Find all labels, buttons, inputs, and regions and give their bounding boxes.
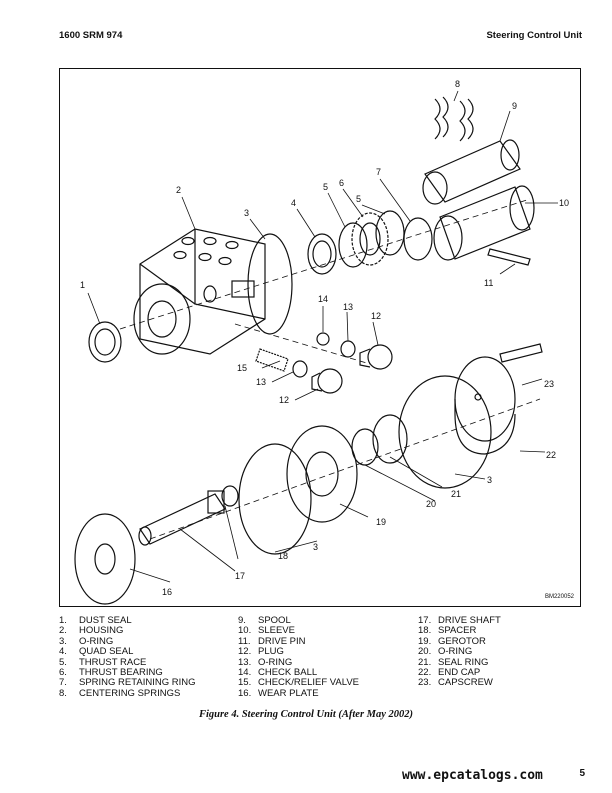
legend-item: 9.SPOOL <box>238 615 291 626</box>
callout-21: 21 <box>451 489 461 499</box>
watermark-link[interactable]: www.epcatalogs.com <box>402 768 543 783</box>
legend-item: 13.O-RING <box>238 656 293 668</box>
legend-item: 20.O-RING <box>418 646 473 658</box>
legend-item: 11.DRIVE PIN <box>238 635 306 647</box>
exploded-view-drawing: 1 2 3 4 5 6 5 7 8 9 10 11 14 13 12 15 13… <box>74 79 569 605</box>
spring-retaining-ring <box>403 217 433 261</box>
callout-12-upper: 12 <box>371 311 381 321</box>
legend-column-3: 17.DRIVE SHAFT 18.SPACER 19.GEROTOR 20.O… <box>418 615 501 689</box>
end-cap <box>454 356 516 455</box>
legend-item: 3.O-RING <box>59 635 114 647</box>
header-right-title: Steering Control Unit <box>486 30 582 41</box>
legend-item: 7.SPRING RETAINING RING <box>59 677 196 689</box>
check-ball <box>316 332 330 346</box>
callout-23: 23 <box>544 379 554 389</box>
plug-upper <box>359 344 393 370</box>
callout-9: 9 <box>512 101 517 111</box>
callout-6: 6 <box>339 178 344 188</box>
wear-plate <box>74 513 136 605</box>
o-ring-plug-lower <box>292 360 308 378</box>
legend-item: 12.PLUG <box>238 646 284 658</box>
callout-15: 15 <box>237 363 247 373</box>
check-relief-valve <box>255 348 289 372</box>
callout-13-lower: 13 <box>256 377 266 387</box>
thrust-race <box>338 222 368 268</box>
quad-seal <box>307 233 337 275</box>
legend-item: 10.SLEEVE <box>238 625 295 637</box>
dust-seal <box>88 321 122 363</box>
header-left-title: 1600 SRM 974 <box>59 30 123 41</box>
callout-18: 18 <box>278 551 288 561</box>
callout-3-top: 3 <box>244 208 249 218</box>
legend-item: 23.CAPSCREW <box>418 677 493 689</box>
o-ring-gerotor <box>238 443 312 555</box>
figure-code: BM220052 <box>544 594 574 600</box>
callout-5-left: 5 <box>323 182 328 192</box>
legend-item: 5.THRUST RACE <box>59 656 147 668</box>
callout-19: 19 <box>376 517 386 527</box>
callout-1: 1 <box>80 280 85 290</box>
legend-item: 15.CHECK/RELIEF VALVE <box>238 677 360 689</box>
callout-8: 8 <box>455 79 460 89</box>
callout-3-bottom: 3 <box>313 542 318 552</box>
drive-pin <box>487 248 531 266</box>
legend-item: 19.GEROTOR <box>418 635 486 647</box>
callout-4: 4 <box>291 198 296 208</box>
legend-item: 2.HOUSING <box>59 625 124 637</box>
callout-22: 22 <box>546 450 556 460</box>
sleeve <box>433 185 535 261</box>
callout-20: 20 <box>426 499 436 509</box>
callout-13-upper: 13 <box>343 302 353 312</box>
legend-item: 18.SPACER <box>418 625 477 637</box>
legend-item: 17.DRIVE SHAFT <box>418 615 501 626</box>
legend-item: 4.QUAD SEAL <box>59 646 134 658</box>
callout-11: 11 <box>484 278 493 288</box>
callout-5-right: 5 <box>356 194 361 204</box>
gerotor <box>286 425 358 523</box>
o-ring-housing <box>247 233 293 335</box>
legend-column-2: 9.SPOOL 10.SLEEVE 11.DRIVE PIN 12.PLUG 1… <box>238 615 360 699</box>
legend-column-1: 1.DUST SEAL 2.HOUSING 3.O-RING 4.QUAD SE… <box>59 615 196 699</box>
callout-12-lower: 12 <box>279 395 289 405</box>
page-number: 5 <box>579 768 585 779</box>
seal-ring <box>372 414 408 464</box>
callout-16: 16 <box>162 587 172 597</box>
centering-springs <box>434 96 474 142</box>
legend-item: 8.CENTERING SPRINGS <box>59 687 181 699</box>
plug-lower <box>311 368 343 394</box>
legend-item: 14.CHECK BALL <box>238 667 318 679</box>
callout-17: 17 <box>235 571 245 581</box>
o-ring-plug-upper <box>340 340 356 358</box>
o-ring-end-cap <box>398 375 492 489</box>
legend-item: 1.DUST SEAL <box>59 615 132 626</box>
spacer <box>221 485 239 507</box>
callout-10: 10 <box>559 198 569 208</box>
callout-14: 14 <box>318 294 328 304</box>
exploded-view-figure: 1 2 3 4 5 6 5 7 8 9 10 11 14 13 12 15 13… <box>59 68 581 607</box>
legend-item: 6.THRUST BEARING <box>59 667 163 679</box>
capscrew <box>499 343 543 363</box>
thrust-bearing <box>351 212 389 266</box>
callout-2: 2 <box>176 185 181 195</box>
legend-item: 16.WEAR PLATE <box>238 687 319 699</box>
callout-7: 7 <box>376 167 381 177</box>
callout-3-right: 3 <box>487 475 492 485</box>
legend-item: 22.END CAP <box>418 667 481 679</box>
housing <box>133 228 266 355</box>
spool <box>422 139 521 205</box>
drive-shaft <box>138 490 226 546</box>
legend-item: 21.SEAL RING <box>418 656 489 668</box>
figure-caption: Figure 4. Steering Control Unit (After M… <box>198 709 414 720</box>
